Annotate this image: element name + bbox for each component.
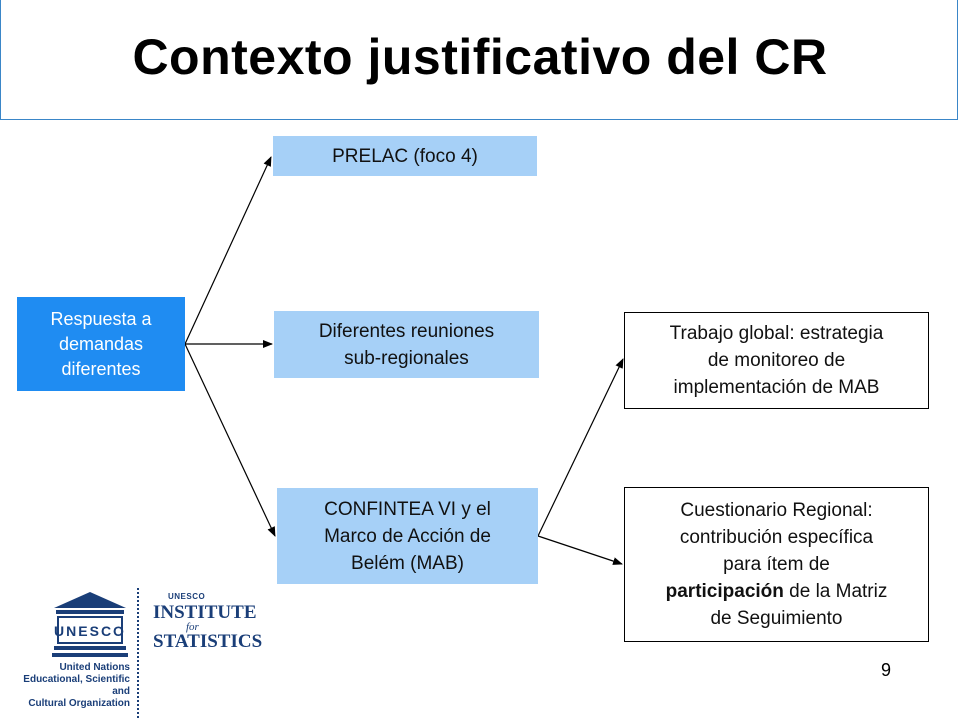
arrow-to-cuestionario bbox=[537, 535, 623, 565]
uis-institute-label: INSTITUTE bbox=[153, 602, 257, 623]
cuestionario-line-4-rest: de la Matriz bbox=[783, 581, 888, 602]
respuesta-demandas-box: Respuesta a demandas diferentes bbox=[17, 297, 185, 391]
respuesta-line-3: diferentes bbox=[61, 358, 141, 379]
prelac-box: PRELAC (foco 4) bbox=[273, 136, 537, 176]
trabajo-line-3: implementación de MAB bbox=[673, 377, 880, 398]
cuestionario-line-2: contribución específica bbox=[679, 527, 874, 548]
confintea-line-1: CONFINTEA VI y el bbox=[324, 498, 491, 520]
cuestionario-line-3: para ítem de bbox=[723, 554, 830, 575]
logo-divider bbox=[137, 588, 139, 718]
arrow-to-trabajo bbox=[537, 358, 624, 537]
logo-area: UNESCO United Nations Educational, Scien… bbox=[0, 580, 262, 720]
confintea-line-3: Belém (MAB) bbox=[351, 552, 464, 574]
arrow-to-confintea bbox=[184, 343, 276, 537]
trabajo-global-box: Trabajo global: estrategia de monitoreo … bbox=[624, 312, 929, 409]
uis-statistics-label: STATISTICS bbox=[153, 631, 263, 652]
prelac-label: PRELAC (foco 4) bbox=[332, 145, 478, 167]
unesco-line-1: United Nations bbox=[59, 662, 130, 673]
participacion-bold: participación bbox=[665, 581, 784, 602]
unesco-line-3: Cultural Organization bbox=[28, 698, 130, 709]
uis-unesco-label: UNESCO bbox=[168, 592, 206, 601]
respuesta-line-1: Respuesta a bbox=[50, 308, 152, 329]
slide-title: Contexto justificativo del CR bbox=[132, 29, 828, 85]
uis-for-label: for bbox=[186, 621, 199, 633]
page-number: 9 bbox=[880, 660, 891, 680]
unesco-temple-icon: UNESCO bbox=[52, 592, 128, 657]
reuniones-line-1: Diferentes reuniones bbox=[318, 320, 495, 342]
unesco-mark-text: UNESCO bbox=[54, 623, 126, 639]
reuniones-line-2: sub-regionales bbox=[344, 347, 469, 369]
unesco-name: United Nations Educational, Scientific a… bbox=[8, 662, 130, 710]
title-bar bbox=[0, 0, 958, 120]
reuniones-box: Diferentes reuniones sub-regionales bbox=[274, 311, 539, 378]
cuestionario-line-1: Cuestionario Regional: bbox=[680, 500, 873, 521]
respuesta-line-2: demandas bbox=[58, 333, 144, 354]
trabajo-line-1: Trabajo global: estrategia bbox=[669, 323, 884, 344]
cuestionario-line-4: participación de la Matriz bbox=[666, 578, 888, 605]
cuestionario-regional-box: Cuestionario Regional: contribución espe… bbox=[624, 487, 929, 642]
confintea-box: CONFINTEA VI y el Marco de Acción de Bel… bbox=[277, 488, 538, 584]
trabajo-line-2: de monitoreo de bbox=[707, 350, 846, 371]
cuestionario-line-5: de Seguimiento bbox=[710, 608, 843, 629]
arrow-to-prelac bbox=[184, 156, 272, 345]
unesco-line-2: Educational, Scientific and bbox=[23, 674, 130, 697]
confintea-line-2: Marco de Acción de bbox=[324, 525, 491, 547]
